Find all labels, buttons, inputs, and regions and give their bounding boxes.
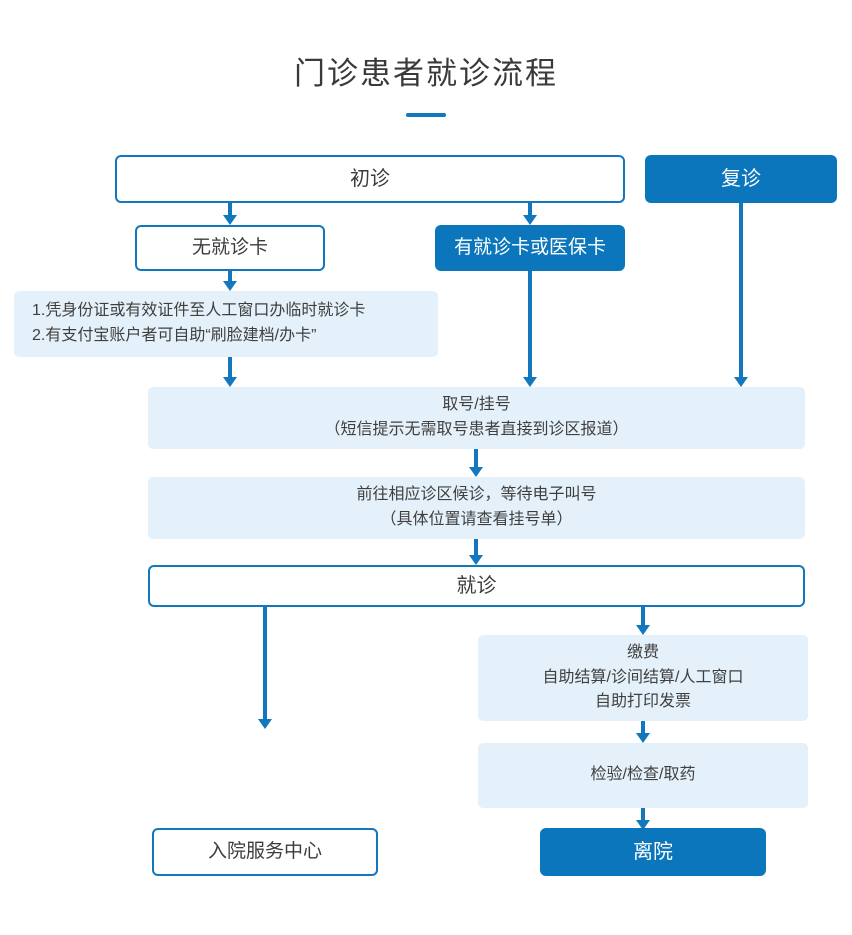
- node-card-instructions: 1.凭身份证或有效证件至人工窗口办临时就诊卡 2.有支付宝账户者可自助“刷脸建档…: [14, 291, 438, 357]
- instruction-line-1: 1.凭身份证或有效证件至人工窗口办临时就诊卡: [32, 302, 366, 320]
- wait-area-line-1: 前往相应诊区候诊，等待电子叫号: [356, 486, 597, 504]
- node-has-card-label: 有就诊卡或医保卡: [453, 237, 606, 259]
- title-underline-accent: [406, 113, 446, 117]
- node-return-visit[interactable]: 复诊: [645, 155, 837, 203]
- connector-consultation-to-admission-center: [258, 607, 272, 729]
- connector-stem: [641, 721, 645, 733]
- arrowhead-icon: [636, 625, 650, 635]
- node-return-visit-label: 复诊: [721, 167, 761, 190]
- connector-stem: [263, 607, 267, 719]
- arrowhead-icon: [523, 377, 537, 387]
- node-first-visit-label: 初诊: [350, 167, 390, 190]
- node-consultation[interactable]: 就诊: [148, 565, 805, 607]
- get-number-line-2: （短信提示无需取号患者直接到诊区报道）: [324, 421, 629, 438]
- connector-first-visit-to-has-card: [523, 203, 537, 225]
- arrowhead-icon: [469, 467, 483, 477]
- arrowhead-icon: [258, 719, 272, 729]
- connector-stem: [228, 203, 232, 215]
- node-leave-hospital[interactable]: 离院: [540, 828, 766, 876]
- node-admission-center[interactable]: 入院服务中心: [152, 828, 378, 876]
- connector-stem: [641, 808, 645, 820]
- connector-stem: [739, 203, 743, 377]
- arrowhead-icon: [636, 733, 650, 743]
- get-number-line-1: 取号/挂号: [442, 396, 511, 414]
- arrowhead-icon: [223, 377, 237, 387]
- node-first-visit[interactable]: 初诊: [115, 155, 625, 203]
- arrowhead-icon: [223, 281, 237, 291]
- node-consultation-label: 就诊: [456, 574, 497, 597]
- connector-tests-to-leave-hospital: [636, 808, 650, 830]
- connector-stem: [528, 203, 532, 215]
- node-payment: 缴费 自助结算/诊间结算/人工窗口 自助打印发票: [478, 635, 808, 721]
- node-leave-hospital-label: 离院: [633, 840, 673, 863]
- instruction-line-2: 2.有支付宝账户者可自助“刷脸建档/办卡”: [32, 327, 317, 344]
- payment-line-2: 自助结算/诊间结算/人工窗口: [542, 668, 744, 686]
- connector-payment-to-tests: [636, 721, 650, 743]
- connector-has-card-to-get-number: [523, 271, 537, 387]
- payment-line-3: 自助打印发票: [594, 693, 691, 711]
- node-no-card[interactable]: 无就诊卡: [135, 225, 325, 271]
- connector-get-number-to-wait-area: [469, 449, 483, 477]
- arrowhead-icon: [523, 215, 537, 225]
- node-no-card-label: 无就诊卡: [191, 237, 268, 259]
- node-get-number: 取号/挂号 （短信提示无需取号患者直接到诊区报道）: [148, 387, 805, 449]
- wait-area-line-2: （具体位置请查看挂号单）: [380, 511, 573, 528]
- arrowhead-icon: [636, 820, 650, 830]
- connector-return-visit-to-get-number: [734, 203, 748, 387]
- node-has-card[interactable]: 有就诊卡或医保卡: [435, 225, 625, 271]
- connector-stem: [474, 449, 478, 467]
- tests-line-1: 检验/检查/取药: [590, 766, 696, 784]
- arrowhead-icon: [223, 215, 237, 225]
- connector-instructions-to-get-number: [223, 357, 237, 387]
- node-wait-area: 前往相应诊区候诊，等待电子叫号 （具体位置请查看挂号单）: [148, 477, 805, 539]
- connector-stem: [228, 271, 232, 281]
- connector-stem: [228, 357, 232, 377]
- connector-stem: [641, 607, 645, 625]
- connector-stem: [474, 539, 478, 555]
- node-admission-center-label: 入院服务中心: [207, 841, 322, 863]
- connector-stem: [528, 271, 532, 377]
- connector-first-visit-to-no-card: [223, 203, 237, 225]
- connector-wait-area-to-consultation: [469, 539, 483, 565]
- page-title: 门诊患者就诊流程: [294, 56, 558, 91]
- arrowhead-icon: [469, 555, 483, 565]
- payment-line-1: 缴费: [626, 643, 659, 661]
- arrowhead-icon: [734, 377, 748, 387]
- connector-no-card-to-instructions: [223, 271, 237, 291]
- node-tests: 检验/检查/取药: [478, 743, 808, 808]
- connector-consultation-to-payment: [636, 607, 650, 635]
